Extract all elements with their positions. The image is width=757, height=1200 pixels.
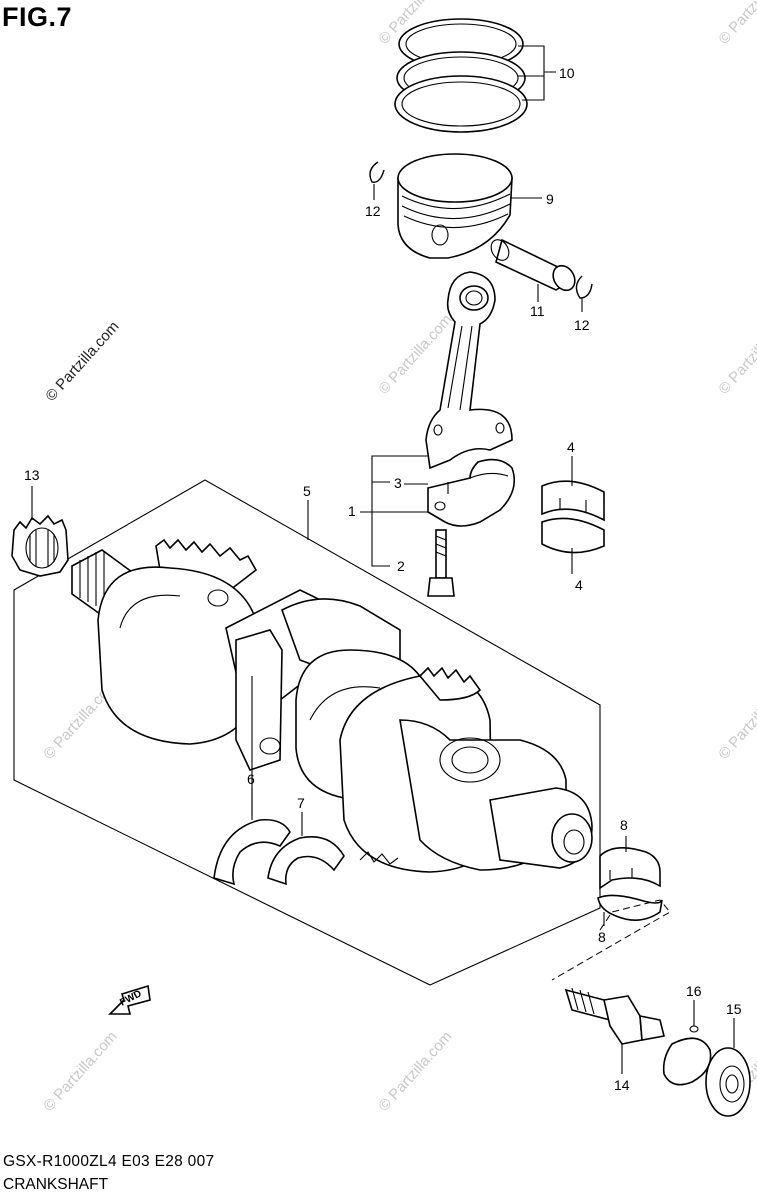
watermark: © Partzilla.com xyxy=(375,1028,455,1114)
callout-14: 14 xyxy=(614,1077,630,1093)
oil-seal xyxy=(705,1047,751,1117)
leader-lines xyxy=(31,45,735,1074)
thrust-bearing-7 xyxy=(267,836,345,886)
primary-drive-gear xyxy=(11,514,69,577)
callout-4: 4 xyxy=(575,577,583,593)
callout-15: 15 xyxy=(726,1001,742,1017)
callout-numbers: 10 9 12 11 12 4 3 13 5 1 2 4 6 7 8 8 16 … xyxy=(24,65,742,1093)
callout-12: 12 xyxy=(574,317,590,333)
crankshaft-assembly-outline xyxy=(13,479,601,986)
callout-4: 4 xyxy=(567,439,575,455)
piston-rings xyxy=(394,18,528,133)
callout-7: 7 xyxy=(297,795,305,811)
callout-2: 2 xyxy=(397,558,405,574)
watermark: © Partzilla.com xyxy=(715,676,757,762)
callout-6: 6 xyxy=(247,771,255,787)
callout-13: 13 xyxy=(24,467,40,483)
callout-5: 5 xyxy=(303,483,311,499)
callout-9: 9 xyxy=(546,191,554,207)
watermark-copyright: © Partzilla.com xyxy=(42,318,122,404)
callout-10: 10 xyxy=(559,65,575,81)
crankshaft xyxy=(71,538,593,873)
piston-pin-circlip-upper xyxy=(369,161,385,183)
fwd-arrow: FWD xyxy=(108,984,151,1015)
piston xyxy=(397,153,513,259)
conrod-bearing xyxy=(541,480,605,554)
callout-8: 8 xyxy=(620,817,628,833)
assembly-dashed-line xyxy=(551,899,671,981)
callout-16: 16 xyxy=(686,983,702,999)
conrod-bolt xyxy=(427,529,455,597)
callout-8: 8 xyxy=(598,929,606,945)
callout-1: 1 xyxy=(348,503,356,519)
thrust-bearing-6 xyxy=(213,818,291,886)
model-code: GSX-R1000ZL4 E03 E28 007 xyxy=(3,1153,215,1170)
figure-title: FIG.7 xyxy=(2,2,73,32)
part-group-name: CRANKSHAFT xyxy=(3,1176,109,1193)
connecting-rod-cap xyxy=(427,458,516,527)
callout-12: 12 xyxy=(365,203,381,219)
piston-pin-circlip-lower xyxy=(575,275,593,299)
watermark: © Partzilla.com xyxy=(715,0,757,48)
watermark: © Partzilla.com xyxy=(715,311,757,397)
crank-bolt xyxy=(564,987,665,1045)
callout-3: 3 xyxy=(394,475,402,491)
journal-bearing xyxy=(597,847,663,921)
piston-pin xyxy=(490,238,576,292)
snap-ring xyxy=(662,1025,712,1086)
connecting-rod xyxy=(425,271,513,470)
callout-11: 11 xyxy=(530,303,545,319)
watermark: © Partzilla.com xyxy=(40,1028,120,1114)
